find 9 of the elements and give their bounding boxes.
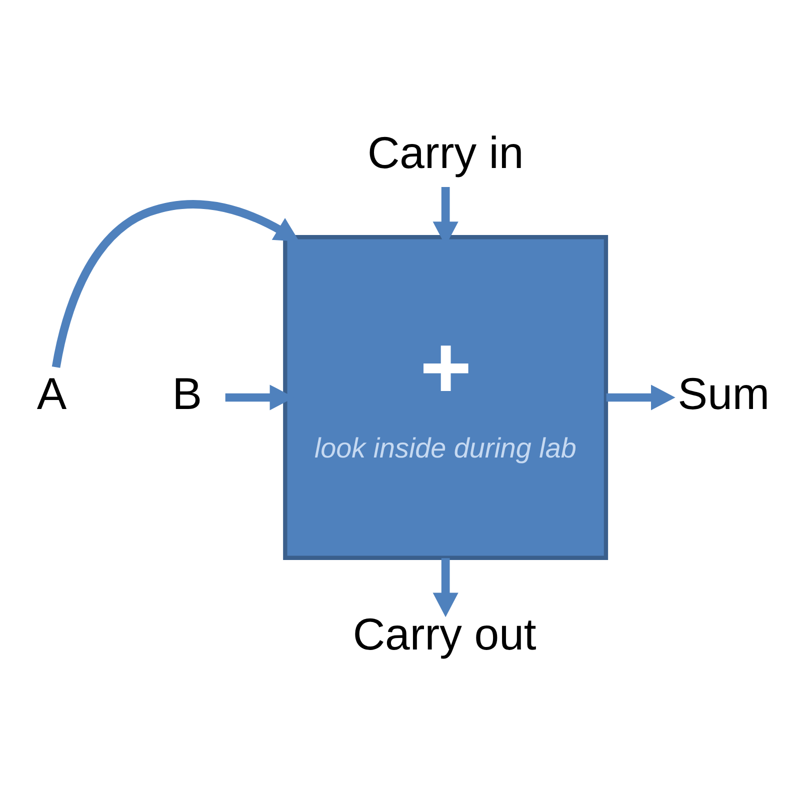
arrow — [606, 384, 675, 410]
node-text: A — [36, 369, 66, 418]
node-text: Sum — [677, 369, 770, 418]
node-text: Carry out — [352, 610, 536, 659]
node-text: Carry in — [366, 128, 524, 178]
arrow — [51, 200, 299, 368]
node-text: B — [172, 369, 202, 418]
node-box: + look inside during lab — [282, 234, 608, 560]
arrow — [432, 558, 458, 617]
